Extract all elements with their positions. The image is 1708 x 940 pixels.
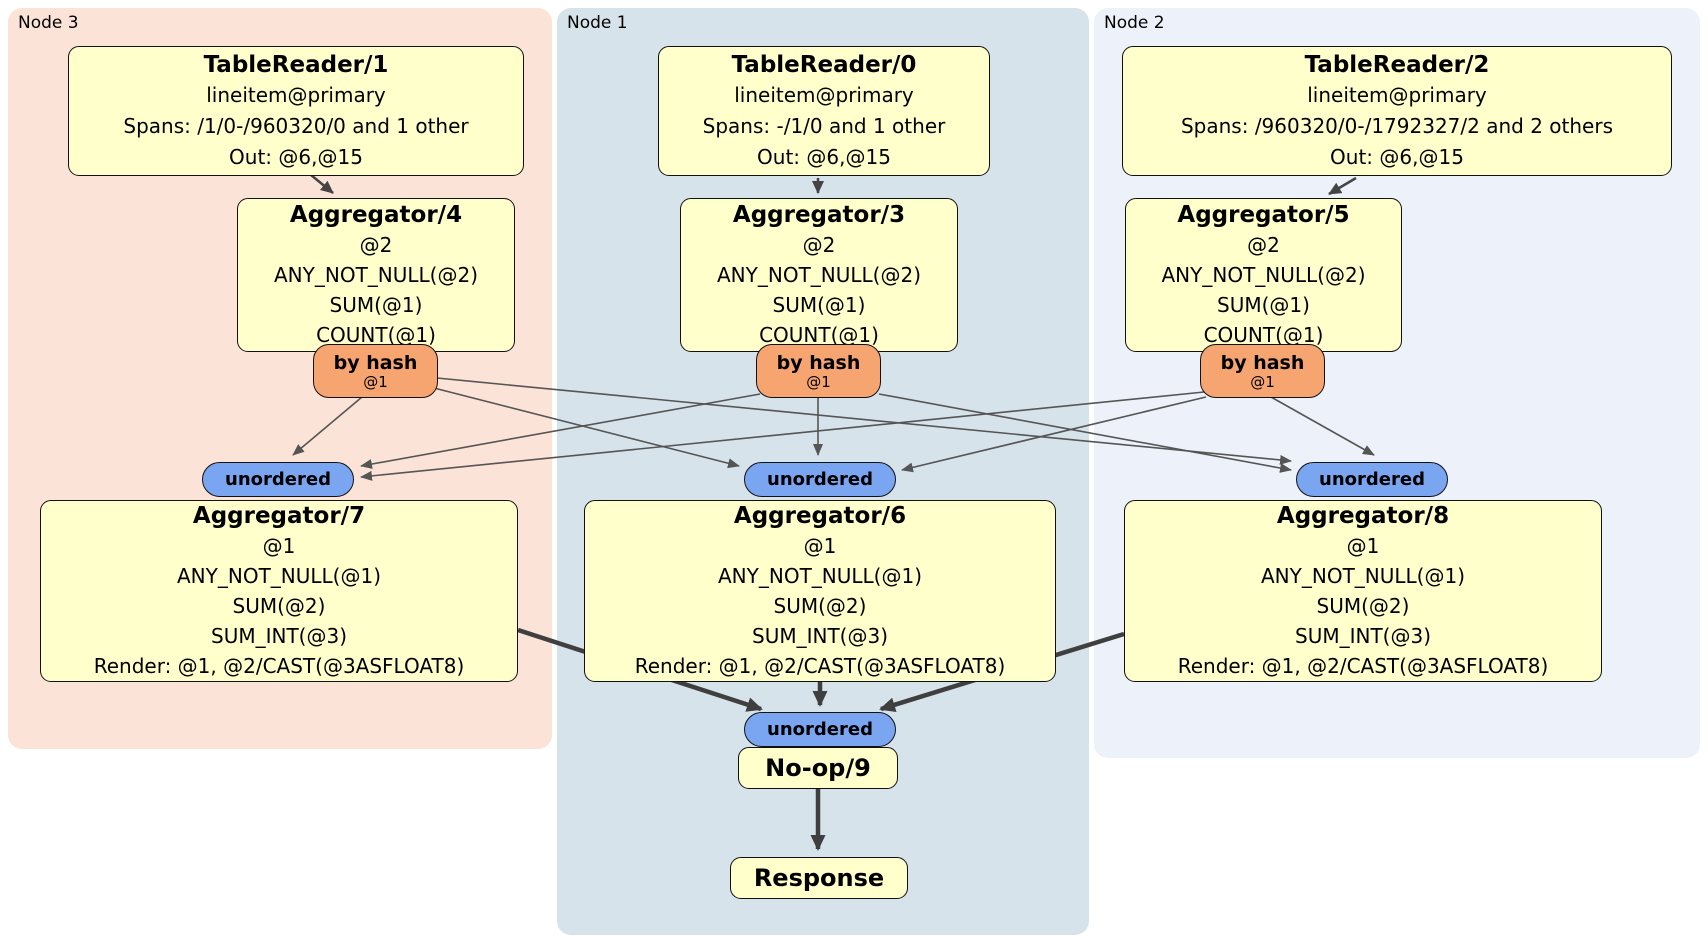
agg-fn: SUM(@2) [232, 594, 326, 618]
processor-title: Aggregator/8 [1276, 503, 1450, 529]
agg-fn: ANY_NOT_NULL(@1) [718, 564, 922, 588]
processor-aggregator-8: Aggregator/8 @1 ANY_NOT_NULL(@1) SUM(@2)… [1124, 500, 1602, 682]
processor-title: No-op/9 [765, 754, 871, 782]
agg-fn: COUNT(@1) [759, 323, 879, 347]
agg-fn: SUM(@1) [329, 293, 423, 317]
sync-unordered-final: unordered [744, 712, 896, 747]
router-by-hash-node3: by hash @1 [313, 344, 438, 398]
processor-aggregator-4: Aggregator/4 @2 ANY_NOT_NULL(@2) SUM(@1)… [237, 198, 515, 352]
processor-spans: Spans: /960320/0-/1792327/2 and 2 others [1180, 113, 1613, 138]
agg-group-cols: @2 [1247, 233, 1280, 257]
processor-aggregator-5: Aggregator/5 @2 ANY_NOT_NULL(@2) SUM(@1)… [1125, 198, 1402, 352]
agg-fn: SUM(@1) [1217, 293, 1310, 317]
agg-fn: SUM_INT(@3) [752, 624, 888, 648]
router-by-hash-node2: by hash @1 [1200, 344, 1325, 398]
processor-out: Out: @6,@15 [757, 144, 891, 169]
processor-title: TableReader/2 [1304, 51, 1490, 78]
agg-fn: SUM_INT(@3) [211, 624, 347, 648]
router-label: by hash [776, 351, 861, 374]
agg-fn: ANY_NOT_NULL(@1) [1261, 564, 1465, 588]
router-to-sync-edges [292, 377, 1375, 481]
node2-label: Node 2 [1104, 13, 1165, 33]
agg-fn: ANY_NOT_NULL(@1) [177, 564, 381, 588]
node1-label: Node 1 [567, 13, 628, 33]
router-by-hash-node1: by hash @1 [756, 344, 881, 398]
processor-title: Aggregator/7 [192, 503, 366, 529]
processor-out: Out: @6,@15 [1330, 144, 1464, 169]
processor-aggregator-7: Aggregator/7 @1 ANY_NOT_NULL(@1) SUM(@2)… [40, 500, 518, 682]
router-hash-columns: @1 [363, 372, 388, 391]
agg-fn: COUNT(@1) [316, 323, 436, 347]
agg-fn: SUM(@2) [1316, 594, 1410, 618]
agg-fn: ANY_NOT_NULL(@2) [274, 263, 478, 287]
processor-table: lineitem@primary [206, 82, 386, 107]
processor-tablereader-2: TableReader/2 lineitem@primary Spans: /9… [1122, 46, 1672, 176]
processor-title: Aggregator/6 [733, 503, 907, 529]
processor-title: Aggregator/4 [289, 202, 463, 228]
agg-fn: ANY_NOT_NULL(@2) [1161, 263, 1366, 287]
processor-title: Aggregator/3 [732, 202, 906, 228]
agg-group-cols: @1 [803, 534, 837, 558]
agg-group-cols: @2 [802, 233, 836, 257]
processor-spans: Spans: -/1/0 and 1 other [702, 113, 946, 138]
response-node: Response [730, 857, 908, 899]
processor-title: TableReader/1 [203, 51, 389, 78]
agg-fn: COUNT(@1) [1203, 323, 1324, 347]
processor-aggregator-3: Aggregator/3 @2 ANY_NOT_NULL(@2) SUM(@1)… [680, 198, 958, 352]
node3-label: Node 3 [18, 13, 79, 33]
processor-title: Response [753, 864, 885, 892]
agg-render: Render: @1, @2/CAST(@3ASFLOAT8) [1177, 654, 1549, 678]
agg-group-cols: @1 [1346, 534, 1380, 558]
agg-fn: SUM(@2) [773, 594, 867, 618]
processor-aggregator-6: Aggregator/6 @1 ANY_NOT_NULL(@1) SUM(@2)… [584, 500, 1056, 682]
processor-tablereader-1: TableReader/1 lineitem@primary Spans: /1… [68, 46, 524, 176]
processor-spans: Spans: /1/0-/960320/0 and 1 other [123, 113, 469, 138]
agg-fn: SUM_INT(@3) [1295, 624, 1431, 648]
processor-noop-9: No-op/9 [738, 747, 898, 789]
sync-unordered-node1: unordered [744, 462, 896, 497]
agg-fn: SUM(@1) [772, 293, 866, 317]
processor-table: lineitem@primary [734, 82, 914, 107]
agg-render: Render: @1, @2/CAST(@3ASFLOAT8) [634, 654, 1006, 678]
processor-tablereader-0: TableReader/0 lineitem@primary Spans: -/… [658, 46, 990, 176]
processor-title: TableReader/0 [731, 51, 917, 78]
router-hash-columns: @1 [1250, 372, 1275, 391]
tablereader-to-aggregator-edges [310, 174, 1357, 196]
sync-unordered-node3: unordered [202, 462, 354, 497]
sync-unordered-node2: unordered [1296, 462, 1448, 497]
agg-fn: ANY_NOT_NULL(@2) [717, 263, 921, 287]
agg-group-cols: @1 [262, 534, 296, 558]
processor-table: lineitem@primary [1307, 82, 1487, 107]
agg-group-cols: @2 [359, 233, 393, 257]
router-label: by hash [1220, 351, 1305, 374]
processor-out: Out: @6,@15 [229, 144, 363, 169]
processor-title: Aggregator/5 [1177, 202, 1350, 228]
router-label: by hash [333, 351, 418, 374]
agg-render: Render: @1, @2/CAST(@3ASFLOAT8) [93, 654, 465, 678]
router-hash-columns: @1 [806, 372, 831, 391]
